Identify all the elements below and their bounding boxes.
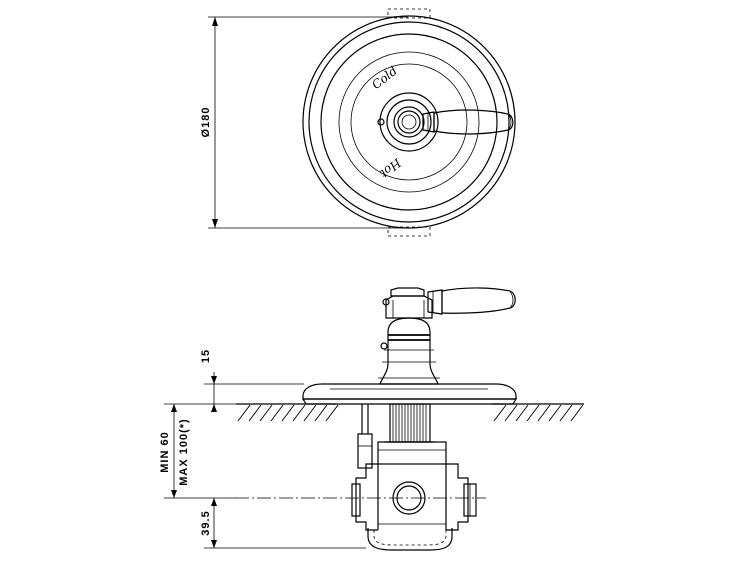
- valve-hub: [377, 92, 439, 152]
- wall-hatch-line: [570, 404, 584, 422]
- wall-hatch-line: [281, 404, 295, 422]
- wall-hatch-line: [248, 404, 262, 422]
- top-view: Ø180 Cold Ho: [200, 8, 516, 237]
- dim-min-label: MIN 60: [159, 431, 171, 472]
- lever-handle-icon: [422, 109, 514, 135]
- wall-hatch-line: [548, 404, 562, 422]
- diameter-dimension: Ø180: [200, 16, 408, 229]
- dim-depth-range: MIN 60 MAX 100(*): [159, 404, 190, 498]
- escutcheon-plate: [302, 15, 516, 229]
- dim-height-label: 15: [200, 349, 212, 363]
- side-lever-handle-icon: [382, 287, 516, 319]
- diverter-rod: [357, 404, 373, 469]
- wall-hatch-line: [559, 404, 573, 422]
- valve-body-lower: [351, 441, 477, 551]
- side-escutcheon-plate: [301, 383, 518, 405]
- wall-hatch-line: [314, 404, 328, 422]
- wall-hatch-line: [303, 404, 317, 422]
- wall-hatch-line: [537, 404, 551, 422]
- bottom-pipe-hidden: [387, 226, 431, 237]
- wall-hatch-line: [493, 404, 507, 422]
- wall-hatch-line: [259, 404, 273, 422]
- wall-hatch-line: [325, 404, 339, 422]
- top-pipe-hidden: [387, 8, 431, 19]
- valve-stem: [384, 403, 436, 443]
- dim-center-39-5: 39.5: [200, 498, 217, 548]
- wall-hatch-line: [526, 404, 540, 422]
- dim-center-label: 39.5: [200, 510, 212, 535]
- wall-section: [236, 403, 584, 422]
- wall-hatch-line: [504, 404, 518, 422]
- cold-label: Cold: [369, 64, 400, 92]
- side-view: 15 MIN 60 MAX 100(*) 39.5: [159, 287, 584, 551]
- dim-max-label: MAX 100(*): [178, 418, 190, 485]
- diameter-label: Ø180: [200, 107, 212, 138]
- hot-label: Hot: [377, 155, 404, 181]
- wall-hatch-line: [292, 404, 306, 422]
- wall-hatch-line: [237, 404, 251, 422]
- wall-hatch-line: [515, 404, 529, 422]
- wall-hatch-line: [270, 404, 284, 422]
- valve-body-bell: [378, 317, 440, 385]
- dim-height-15: 15: [200, 349, 217, 412]
